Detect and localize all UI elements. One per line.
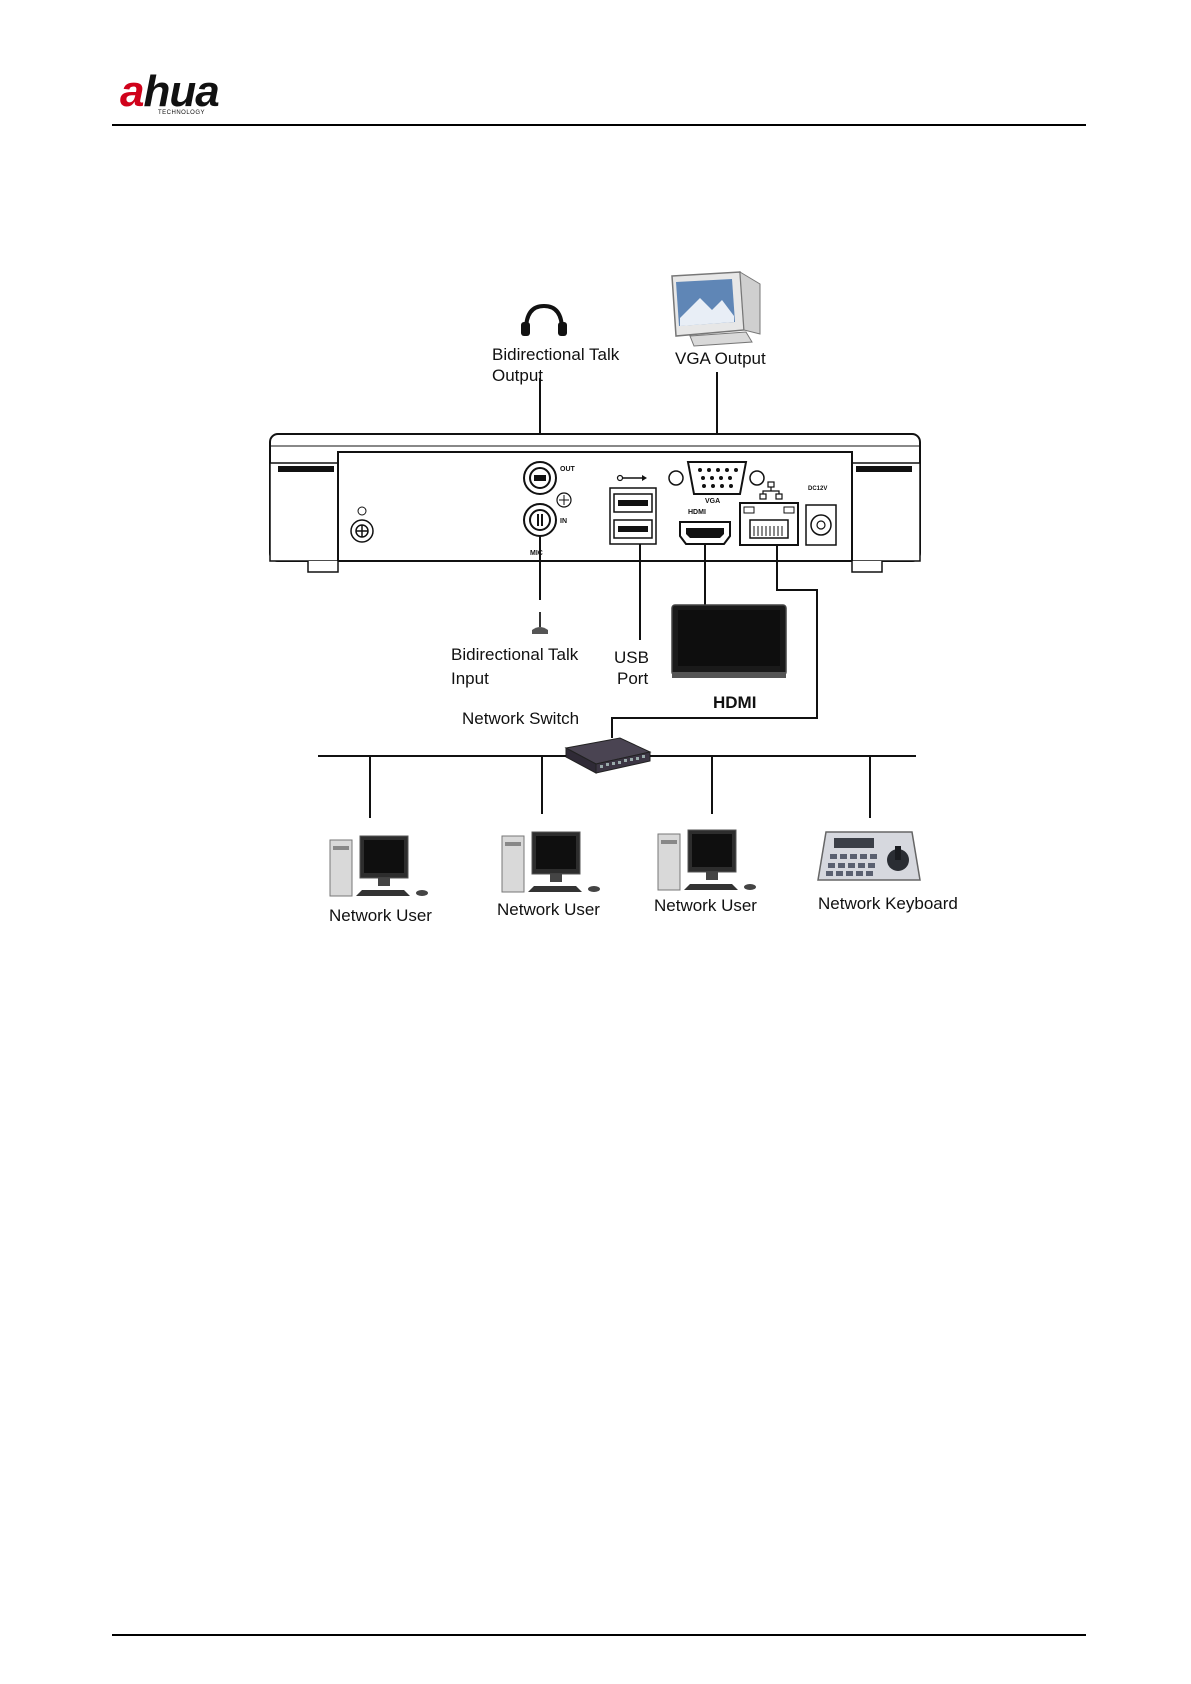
hdmi-tv-icon [672, 605, 786, 678]
dc-marking: DC12V [808, 486, 827, 492]
microphone-icon [532, 612, 548, 634]
pc-icon [658, 830, 756, 890]
network-user-label: Network User [654, 895, 757, 916]
network-switch-icon [566, 738, 650, 773]
crt-monitor-icon [672, 272, 760, 346]
network-user-label: Network User [497, 899, 600, 920]
out-marking: OUT [560, 466, 576, 473]
in-marking: IN [560, 518, 567, 525]
network-keyboard-label: Network Keyboard [818, 893, 958, 914]
usb-label-line2: Port [617, 668, 648, 689]
usb-label-line1: USB [614, 647, 649, 668]
headphones-icon [521, 306, 567, 336]
pc-icon [330, 836, 428, 896]
footer-rule [112, 1634, 1086, 1636]
talk-input-label-line1: Bidirectional Talk [451, 644, 578, 665]
nvr-rear-panel: OUT IN MIC VGA HDMI [270, 434, 920, 572]
network-keyboard-icon [818, 832, 920, 880]
talk-input-label-line2: Input [451, 668, 489, 689]
hdmi-marking: HDMI [688, 509, 706, 516]
talk-output-label-line1: Bidirectional Talk [492, 344, 619, 365]
pc-icon [502, 832, 600, 892]
hdmi-label: HDMI [713, 692, 756, 713]
talk-output-label-line2: Output [492, 365, 543, 386]
vga-output-label: VGA Output [675, 348, 766, 369]
vga-marking: VGA [705, 498, 720, 505]
network-switch-label: Network Switch [462, 708, 579, 729]
network-user-label: Network User [329, 905, 432, 926]
